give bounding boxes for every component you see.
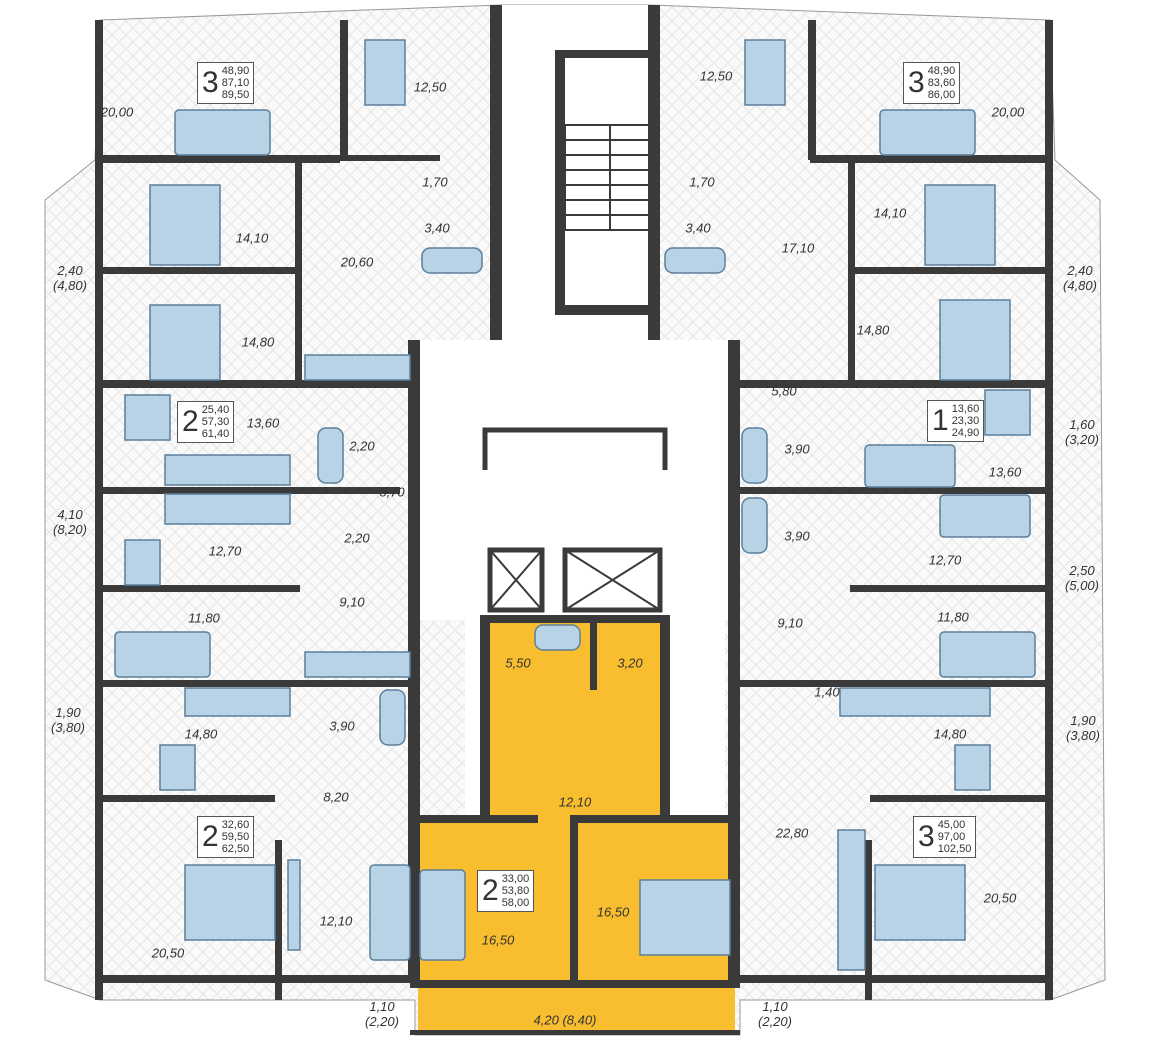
room-count: 2 (182, 405, 199, 438)
stair-core (500, 5, 650, 340)
room-area: 5,70 (379, 484, 405, 500)
total-area-with-balcony: 102,50 (937, 843, 972, 855)
room-area: 14,80 (856, 322, 890, 338)
room-area: 14,10 (235, 230, 269, 246)
room-area: 5,80 (771, 383, 797, 399)
living-area: 48,90 (927, 65, 956, 77)
room-area: 20,00 (100, 104, 134, 120)
room-area: 9,10 (339, 594, 365, 610)
room-area: 11,80 (937, 609, 969, 625)
room-area: 11,80 (188, 610, 220, 626)
room-area: 14,10 (873, 205, 907, 221)
room-area: 20,60 (340, 254, 374, 270)
room-area: 1,70 (689, 174, 715, 190)
room-count: 2 (202, 820, 219, 853)
balcony-area: 1,90 (3,80) (1066, 713, 1100, 743)
room-area: 1,40 (814, 684, 840, 700)
elevators (482, 427, 668, 613)
room-area: 3,90 (784, 441, 810, 457)
room-area: 5,50 (505, 655, 531, 671)
total-area: 53,80 (501, 885, 530, 897)
living-area: 32,60 (221, 819, 250, 831)
room-area: 16,50 (596, 904, 630, 920)
room-area: 3,40 (424, 220, 450, 236)
room-area: 17,10 (781, 240, 815, 256)
total-area-with-balcony: 62,50 (221, 843, 250, 855)
balcony-area: 4,10 (8,20) (53, 507, 87, 537)
room-area: 3,20 (617, 655, 643, 671)
room-area: 12,70 (928, 552, 962, 568)
room-area: 14,80 (184, 726, 218, 742)
living-area: 13,60 (951, 403, 980, 415)
total-area: 97,00 (937, 831, 966, 843)
room-area: 22,80 (775, 825, 809, 841)
total-area: 59,50 (221, 831, 250, 843)
room-area: 20,50 (983, 890, 1017, 906)
room-area: 2,20 (344, 530, 370, 546)
balcony-area: 1,90 (3,80) (51, 705, 85, 735)
room-count: 3 (918, 820, 935, 853)
room-area: 8,20 (323, 789, 349, 805)
room-area: 12,10 (319, 913, 353, 929)
room-area: 20,00 (991, 104, 1025, 120)
room-area: 20,50 (151, 945, 185, 961)
room-area: 12,50 (413, 79, 447, 95)
room-area: 3,90 (784, 528, 810, 544)
room-area: 3,90 (329, 718, 355, 734)
total-area-with-balcony: 86,00 (927, 89, 956, 101)
room-area: 13,60 (246, 415, 280, 431)
total-area: 87,10 (221, 77, 250, 89)
furniture (114, 39, 1036, 971)
corridor (420, 340, 740, 620)
room-area: 3,40 (685, 220, 711, 236)
balcony-area: 2,50 (5,00) (1065, 563, 1099, 593)
total-area: 57,30 (201, 416, 230, 428)
balcony-area: 2,40 (4,80) (53, 263, 87, 293)
room-area: 14,80 (241, 334, 275, 350)
balcony-area: 1,10 (2,20) (758, 999, 792, 1029)
living-area: 48,90 (221, 65, 250, 77)
room-area: 12,70 (208, 543, 242, 559)
room-area: 2,20 (349, 438, 375, 454)
room-area: 13,60 (988, 464, 1022, 480)
balcony-area: 4,20 (8,40) (533, 1012, 597, 1028)
room-count: 2 (482, 874, 499, 907)
room-count: 3 (202, 66, 219, 99)
total-area: 83,60 (927, 77, 956, 89)
living-area: 45,00 (937, 819, 966, 831)
walls (95, 5, 1053, 1035)
balcony-area: 1,60 (3,20) (1065, 417, 1099, 447)
room-area: 12,10 (558, 794, 592, 810)
room-area: 16,50 (481, 932, 515, 948)
room-count: 1 (932, 404, 949, 437)
total-area-with-balcony: 89,50 (221, 89, 250, 101)
room-area: 9,10 (777, 615, 803, 631)
highlighted-balcony (418, 985, 735, 1033)
total-area-with-balcony: 24,90 (951, 427, 980, 439)
living-area: 25,40 (201, 404, 230, 416)
total-area-with-balcony: 58,00 (501, 897, 530, 909)
room-area: 14,80 (933, 726, 967, 742)
total-area: 23,30 (951, 415, 980, 427)
balcony-area: 2,40 (4,80) (1063, 263, 1097, 293)
total-area-with-balcony: 61,40 (201, 428, 230, 440)
balcony-area: 1,10 (2,20) (365, 999, 399, 1029)
room-area: 12,50 (699, 68, 733, 84)
room-count: 3 (908, 66, 925, 99)
room-area: 1,70 (422, 174, 448, 190)
living-area: 33,00 (501, 873, 530, 885)
